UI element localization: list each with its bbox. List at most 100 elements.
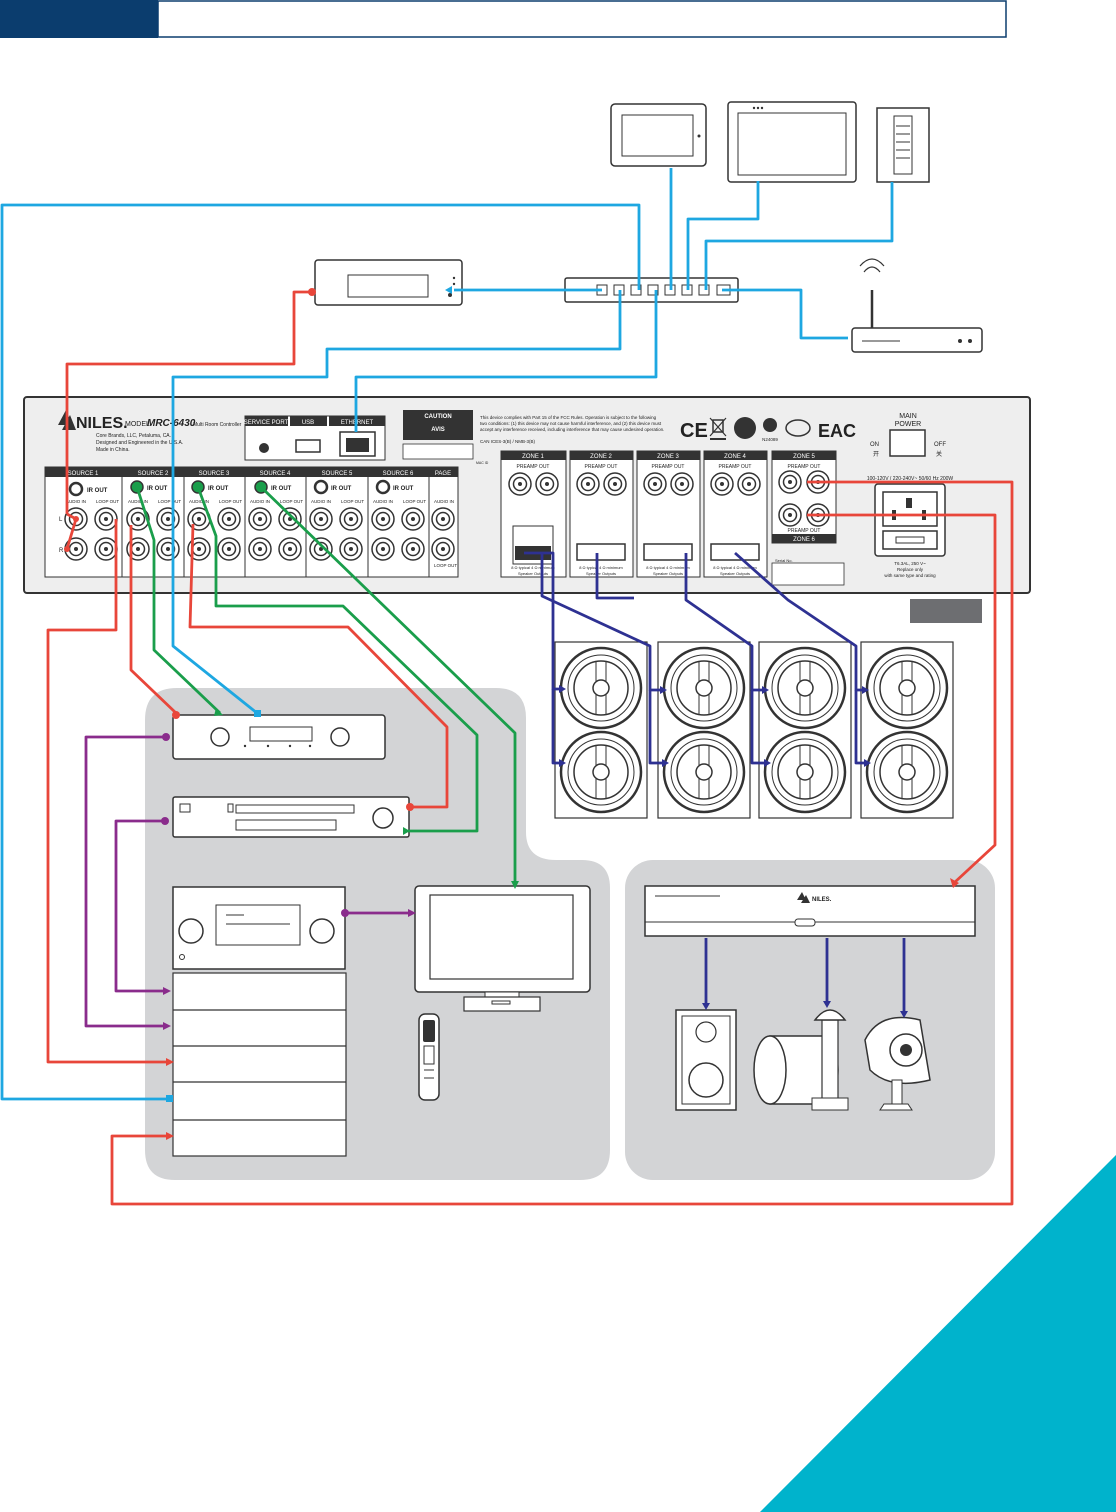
service-port-label: SERVICE PORT bbox=[244, 420, 289, 426]
zone-1-speaker-spec: 8 Ω typical 4 Ω minimum bbox=[511, 565, 555, 570]
audio-in-label-5: AUDIO IN bbox=[311, 499, 331, 504]
tuv-mark-icon bbox=[734, 417, 756, 439]
loop-out-label-6: LOOP OUT bbox=[403, 499, 426, 504]
power-on-cn: 开 bbox=[873, 451, 879, 458]
equipment-rack bbox=[172, 972, 347, 1157]
can-ices-label: CAN ICES-3(B) / NMB-3(B) bbox=[480, 439, 536, 444]
wire-terminals bbox=[64, 286, 959, 1140]
power-on-label: ON bbox=[870, 442, 879, 448]
audio-wires bbox=[46, 290, 1014, 1206]
tablet-keypad bbox=[610, 103, 707, 167]
fcc-line-2: two conditions: (1) this device may not … bbox=[480, 421, 662, 426]
loop-out-label-2: LOOP OUT bbox=[158, 499, 181, 504]
speaker-wires bbox=[524, 551, 906, 1012]
zone-4-preamp-label: PREAMP OUT bbox=[719, 464, 752, 470]
ir-out-label-2: IR OUT bbox=[147, 486, 168, 492]
wifi-router bbox=[851, 258, 983, 353]
caution-title: CAUTION bbox=[424, 414, 451, 420]
caution-avis: AVIS bbox=[431, 427, 445, 433]
audio-in-label-1: AUDIO IN bbox=[66, 499, 86, 504]
fcc-line-1: This device complies with Part 15 of the… bbox=[480, 415, 657, 420]
header-title-bar bbox=[157, 0, 1007, 38]
mac-label: MAC ID bbox=[476, 461, 489, 465]
ir-out-label-3: IR OUT bbox=[208, 486, 229, 492]
header-section-tab bbox=[0, 0, 158, 38]
model-prefix: MODEL bbox=[125, 421, 150, 428]
fuse-line-3: with same type and rating bbox=[884, 573, 936, 578]
ccc-mark-icon bbox=[785, 419, 811, 437]
eac-mark: EAC bbox=[818, 421, 856, 441]
zone-3-speaker-spec: 8 Ω typical 4 Ω minimum bbox=[646, 565, 690, 570]
streaming-box bbox=[314, 259, 463, 306]
loop-out-label-1: LOOP OUT bbox=[96, 499, 119, 504]
ir-out-label-6: IR OUT bbox=[393, 486, 414, 492]
zone-3-preamp-label: PREAMP OUT bbox=[652, 464, 685, 470]
gray-label-block bbox=[910, 599, 982, 623]
page-loop-out-label: LOOP OUT bbox=[434, 563, 457, 568]
television bbox=[414, 885, 591, 1012]
power-switch bbox=[889, 429, 926, 457]
power-off-cn: 关 bbox=[936, 450, 942, 458]
usb-port-label: USB bbox=[302, 420, 314, 426]
audio-in-label-2: AUDIO IN bbox=[128, 499, 148, 504]
zone-5-label: ZONE 5 bbox=[793, 454, 815, 460]
power-rating-label: 100-120V / 220-240V~ 50/60 Hz 200W bbox=[867, 476, 954, 482]
zone-5-preamp-label: PREAMP OUT bbox=[788, 464, 821, 470]
zone-2-label: ZONE 2 bbox=[590, 454, 612, 460]
zone-3-label: ZONE 3 bbox=[657, 454, 679, 460]
fcc-line-3: accept any interference received, includ… bbox=[480, 427, 664, 432]
network-wires bbox=[0, 168, 894, 1101]
in-wall-speaker-pairs bbox=[553, 640, 955, 820]
audio-in-label-4: AUDIO IN bbox=[250, 499, 270, 504]
fuse-line-2: Replace only bbox=[897, 567, 924, 572]
source-5-label: SOURCE 5 bbox=[322, 471, 353, 477]
zone-2-speaker-outputs: Speaker Outputs bbox=[586, 571, 616, 576]
zone-2-speaker-spec: 8 Ω typical 4 Ω minimum bbox=[579, 565, 623, 570]
brand-label: NILES. bbox=[76, 415, 128, 432]
corner-accent bbox=[760, 1155, 1116, 1512]
maker-line-3: Made in China. bbox=[96, 447, 130, 453]
weee-bin-icon bbox=[709, 417, 727, 440]
zone-4-speaker-outputs: Speaker Outputs bbox=[720, 571, 750, 576]
zone-1-label: ZONE 1 bbox=[522, 454, 544, 460]
av-receiver bbox=[172, 886, 346, 970]
page-audio-in-label: AUDIO IN bbox=[434, 499, 454, 504]
source-4-label: SOURCE 4 bbox=[260, 471, 291, 477]
page-label: PAGE bbox=[435, 471, 451, 477]
ir-out-label-1: IR OUT bbox=[87, 488, 108, 494]
ir-out-label-4: IR OUT bbox=[271, 486, 292, 492]
loop-out-label-4: LOOP OUT bbox=[280, 499, 303, 504]
wires bbox=[0, 168, 1014, 1206]
rcm-code: N24089 bbox=[762, 437, 778, 442]
audio-in-label-6: AUDIO IN bbox=[373, 499, 393, 504]
fuse-line-1: T6.3AL, 250 V~ bbox=[894, 561, 926, 566]
power-off-label: OFF bbox=[934, 442, 946, 448]
audio-in-label-3: AUDIO IN bbox=[189, 499, 209, 504]
mrc-6430-amplifier: NILES. MODEL MRC-6430 Multi Room Control… bbox=[23, 396, 1031, 594]
audio-streamer bbox=[172, 714, 386, 760]
zone-6-label: ZONE 6 bbox=[793, 537, 815, 543]
ir-wires bbox=[135, 485, 517, 883]
service-port bbox=[259, 443, 269, 453]
right-channel-label: R bbox=[59, 548, 64, 554]
remote-control bbox=[418, 1013, 440, 1101]
landscape-speaker bbox=[864, 1016, 931, 1111]
source-3-label: SOURCE 3 bbox=[199, 471, 230, 477]
zone-2-preamp-label: PREAMP OUT bbox=[585, 464, 618, 470]
maker-line-2: Designed and Engineered in the U.S.A. bbox=[96, 440, 183, 446]
main-power-title: MAIN bbox=[899, 413, 917, 420]
wall-keypad bbox=[876, 107, 930, 183]
zone-1-preamp-label: PREAMP OUT bbox=[517, 464, 550, 470]
touchscreen-display bbox=[727, 101, 857, 183]
maker-line-1: Core Brands, LLC, Petaluma, CA. bbox=[96, 433, 171, 439]
zone-1-speaker-outputs: Speaker Outputs bbox=[518, 571, 548, 576]
zone-4-speaker-spec: 8 Ω typical 4 Ω minimum bbox=[713, 565, 757, 570]
usb-port bbox=[295, 439, 321, 453]
ir-out-label-5: IR OUT bbox=[331, 486, 352, 492]
zone-6-preamp-label: PREAMP OUT bbox=[788, 528, 821, 534]
outdoor-speaker bbox=[675, 1009, 737, 1111]
outdoor-amp-brand: NILES. bbox=[812, 897, 832, 903]
loop-out-label-5: LOOP OUT bbox=[341, 499, 364, 504]
disc-player bbox=[172, 796, 410, 838]
